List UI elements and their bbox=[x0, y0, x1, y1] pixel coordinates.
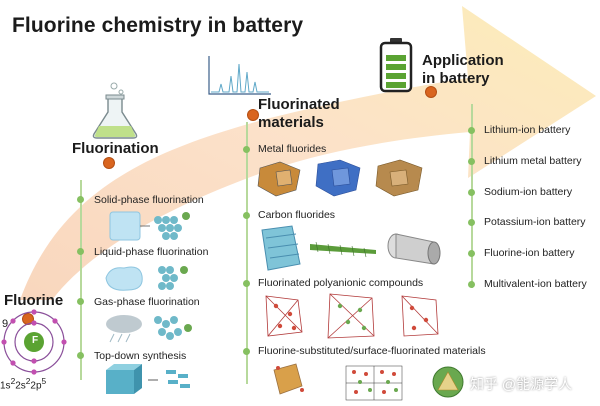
config-2s: 2s bbox=[15, 380, 26, 392]
materials-label-line1: Fluorinated bbox=[258, 96, 340, 113]
fluorine-label: Fluorine bbox=[4, 292, 64, 309]
metal-fluoride-structures bbox=[257, 159, 423, 197]
config-1s: 1s bbox=[0, 380, 11, 392]
battery-fluorine-ion: Fluorine-ion battery bbox=[484, 247, 575, 259]
atom-core-symbol: F bbox=[31, 335, 39, 346]
flask-icon bbox=[92, 82, 138, 139]
timeline-dot bbox=[77, 352, 84, 359]
config-1s-exp: 2 bbox=[10, 376, 16, 386]
group-substituted: Fluorine-substituted/surface-fluorinated… bbox=[258, 345, 486, 357]
config-2p-exp: 5 bbox=[41, 376, 47, 386]
group-metal-fluorides: Metal fluorides bbox=[258, 143, 327, 155]
materials-timeline bbox=[246, 122, 248, 384]
timeline-dot bbox=[243, 212, 250, 219]
config-2p: 2p bbox=[30, 380, 42, 392]
battery-sodium-ion: Sodium-ion battery bbox=[484, 186, 573, 198]
timeline-dot bbox=[243, 146, 250, 153]
battery-potassium-ion: Potassium-ion battery bbox=[484, 216, 586, 228]
carbon-fluoride-structures bbox=[261, 225, 441, 271]
application-node bbox=[426, 87, 436, 97]
method-solid-phase: Solid-phase fluorination bbox=[94, 194, 204, 206]
materials-label: Fluorinated materials bbox=[258, 96, 340, 132]
battery-icon bbox=[379, 38, 413, 93]
fluorination-node bbox=[104, 158, 114, 168]
watermark-text: 知乎 @能源学人 bbox=[470, 376, 573, 392]
polyanionic-structures bbox=[265, 293, 439, 339]
battery-multivalent-ion: Multivalent-ion battery bbox=[484, 278, 587, 290]
application-label: Application in battery bbox=[422, 52, 504, 88]
application-label-line1: Application bbox=[422, 52, 504, 69]
timeline-dot bbox=[77, 248, 84, 255]
timeline-dot bbox=[468, 250, 475, 257]
battery-lithium-metal: Lithium metal battery bbox=[484, 155, 582, 167]
timeline-dot bbox=[243, 280, 250, 287]
application-label-line2: in battery bbox=[422, 70, 490, 87]
atomic-number: 9 bbox=[2, 318, 9, 330]
group-polyanionic: Fluorinated polyanionic compounds bbox=[258, 277, 424, 289]
page-title: Fluorine chemistry in battery bbox=[12, 14, 304, 37]
spectrum-icon bbox=[208, 56, 271, 95]
electron-configuration: 1s22s22p5 bbox=[0, 376, 46, 391]
timeline-dot bbox=[77, 196, 84, 203]
solid-phase-illustration bbox=[109, 211, 190, 241]
gas-phase-illustration bbox=[106, 315, 192, 343]
top-down-illustration bbox=[106, 364, 190, 394]
fluorination-timeline bbox=[80, 180, 82, 380]
timeline-dot bbox=[243, 348, 250, 355]
application-timeline bbox=[471, 104, 473, 288]
method-gas-phase: Gas-phase fluorination bbox=[94, 296, 200, 308]
timeline-dot bbox=[77, 298, 84, 305]
timeline-dot bbox=[468, 189, 475, 196]
timeline-dot bbox=[468, 127, 475, 134]
fluorination-label: Fluorination bbox=[72, 140, 159, 157]
fluorine-atom-icon bbox=[1, 309, 67, 375]
group-carbon-fluorides: Carbon fluorides bbox=[258, 209, 336, 221]
substituted-structures bbox=[273, 363, 464, 401]
timeline-dot bbox=[468, 158, 475, 165]
method-top-down: Top-down synthesis bbox=[94, 350, 187, 362]
materials-node bbox=[248, 110, 258, 120]
liquid-phase-illustration bbox=[105, 266, 188, 291]
method-liquid-phase: Liquid-phase fluorination bbox=[94, 246, 209, 258]
fluorine-node bbox=[23, 314, 33, 324]
materials-label-line2: materials bbox=[258, 114, 324, 131]
battery-lithium-ion: Lithium-ion battery bbox=[484, 124, 571, 136]
timeline-dot bbox=[468, 219, 475, 226]
timeline-dot bbox=[468, 281, 475, 288]
config-2s-exp: 2 bbox=[25, 376, 31, 386]
